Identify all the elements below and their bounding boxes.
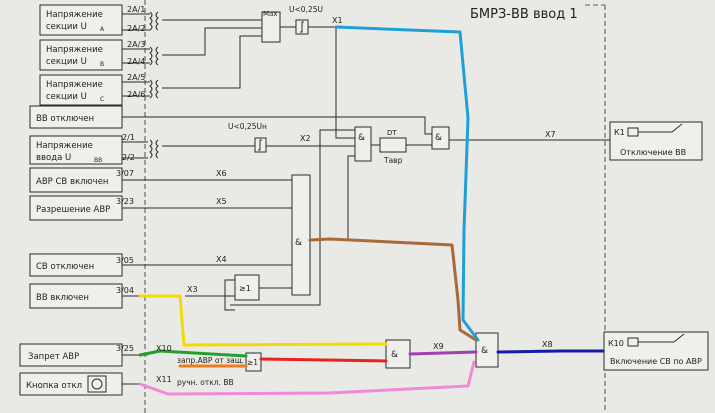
wire-x8 <box>496 349 606 354</box>
svg-text:3/25: 3/25 <box>116 344 134 353</box>
input-leads <box>122 13 150 385</box>
svg-text:секции U: секции U <box>46 22 87 32</box>
svg-text:АВР СВ включен: АВР СВ включен <box>36 177 108 187</box>
input-sv-off: СВ отключен <box>29 253 123 277</box>
svg-text:Напряжение: Напряжение <box>46 80 103 90</box>
input-avr-sv-on: АВР СВ включен <box>29 167 123 193</box>
svg-text:X9: X9 <box>433 342 444 351</box>
output-vv-trip: К1 Отключение ВВ <box>609 121 703 161</box>
signal-labels: X1 X2 X6 X5 X4 X3 X7 X8 X9 X10 X11 запр.… <box>156 16 556 387</box>
svg-text:X8: X8 <box>542 340 553 349</box>
svg-text:C: C <box>100 96 104 103</box>
svg-text:U<0,25U: U<0,25U <box>289 5 323 14</box>
svg-text:ВВ: ВВ <box>94 157 102 164</box>
input-uvv: Напряжение ввода U ВВ <box>29 135 123 165</box>
svg-text:≥1: ≥1 <box>239 284 251 293</box>
and-gate-upper: & <box>354 126 372 162</box>
and-gate-output: & <box>475 332 499 368</box>
svg-text:К1: К1 <box>614 128 625 137</box>
svg-text:ручн. откл. ВВ: ручн. откл. ВВ <box>177 378 234 387</box>
output-sv-on: К10 Включение СВ по АВР <box>603 331 709 371</box>
svg-text:2А/6: 2А/6 <box>127 90 145 99</box>
svg-text:&: & <box>295 238 302 248</box>
wire-x3 <box>138 294 388 347</box>
svg-text:2/1: 2/1 <box>122 133 135 142</box>
svg-text:Включение СВ по АВР: Включение СВ по АВР <box>610 357 702 366</box>
or-gate-zapr: ≥1 <box>245 352 262 372</box>
svg-text:&: & <box>481 346 488 356</box>
input-avr-allow: Разрешение АВР <box>29 195 123 221</box>
svg-text:Мах: Мах <box>263 10 277 18</box>
wire-x11 <box>138 360 476 396</box>
svg-text:U<0,25Uн: U<0,25Uн <box>228 122 267 131</box>
svg-text:DT: DT <box>387 129 397 137</box>
input-uc: Напряжение секции U C <box>39 74 123 106</box>
svg-text:Напряжение: Напряжение <box>36 141 93 151</box>
threshold-x2: U<0,25Uн <box>228 122 267 153</box>
svg-text:X1: X1 <box>332 16 343 25</box>
svg-text:2А/3: 2А/3 <box>127 40 145 49</box>
svg-text:X6: X6 <box>216 169 227 178</box>
button-icon <box>91 378 103 390</box>
svg-text:запр.АВР от защ.: запр.АВР от защ. <box>177 356 244 365</box>
svg-text:ВВ отключен: ВВ отключен <box>36 114 94 124</box>
and-gate-x7: & <box>431 126 450 150</box>
svg-text:B: B <box>100 61 104 68</box>
svg-text:Запрет АВР: Запрет АВР <box>28 352 79 362</box>
svg-text:К10: К10 <box>608 339 624 348</box>
svg-text:Кнопка откл: Кнопка откл <box>26 381 82 391</box>
svg-text:Тавр: Тавр <box>383 156 403 165</box>
threshold-x1: U<0,25U <box>289 5 323 35</box>
svg-text:X11: X11 <box>156 375 172 384</box>
wire-x4 <box>308 237 478 342</box>
svg-text:X7: X7 <box>545 130 556 139</box>
transformers <box>149 11 159 159</box>
wire-x10 <box>138 349 248 358</box>
input-ub: Напряжение секции U B <box>39 39 123 71</box>
svg-text:2А/2: 2А/2 <box>127 24 145 33</box>
and-gate-x9: & <box>385 339 411 369</box>
svg-text:X10: X10 <box>156 344 172 353</box>
svg-text:СВ отключен: СВ отключен <box>36 262 94 272</box>
max-block: Мах <box>261 10 281 43</box>
svg-text:Отключение ВВ: Отключение ВВ <box>620 148 686 157</box>
svg-text:X3: X3 <box>187 285 198 294</box>
wire-x9 <box>408 350 478 356</box>
svg-text:3/23: 3/23 <box>116 197 134 206</box>
input-vv-off: ВВ отключен <box>29 105 123 129</box>
diagram-title: БМРЗ-ВВ ввод 1 <box>470 7 578 22</box>
svg-text:2А/5: 2А/5 <box>127 73 145 82</box>
svg-text:A: A <box>100 26 105 33</box>
svg-text:≥1: ≥1 <box>247 358 258 367</box>
input-avr-block: Запрет АВР <box>19 343 123 367</box>
svg-text:&: & <box>391 350 398 360</box>
wire-x1 <box>334 25 480 342</box>
svg-text:секции U: секции U <box>46 57 87 67</box>
dt-timer: DT Тавр <box>379 129 407 165</box>
input-vv-on: ВВ включен <box>29 283 123 309</box>
svg-text:ввода U: ввода U <box>36 153 71 163</box>
svg-text:&: & <box>358 133 365 143</box>
svg-text:2А/1: 2А/1 <box>127 5 145 14</box>
internal-wiring <box>140 19 610 356</box>
and-gate-big: & <box>291 174 311 296</box>
svg-text:ВВ включен: ВВ включен <box>36 293 89 303</box>
wire-red <box>259 357 388 363</box>
svg-text:Напряжение: Напряжение <box>46 10 103 20</box>
input-btn-off: Кнопка откл <box>19 372 123 396</box>
svg-text:X4: X4 <box>216 255 227 264</box>
svg-text:&: & <box>435 133 442 143</box>
svg-text:Разрешение АВР: Разрешение АВР <box>36 205 110 215</box>
svg-text:3/05: 3/05 <box>116 256 134 265</box>
svg-text:секции U: секции U <box>46 92 87 102</box>
svg-text:X5: X5 <box>216 197 227 206</box>
svg-text:X2: X2 <box>300 134 311 143</box>
svg-text:2А/4: 2А/4 <box>127 57 145 66</box>
svg-text:3/07: 3/07 <box>116 169 134 178</box>
svg-text:Напряжение: Напряжение <box>46 45 103 55</box>
or-gate-x3: ≥1 <box>234 274 260 301</box>
svg-text:3/04: 3/04 <box>116 286 134 295</box>
input-ua: Напряжение секции U A <box>39 4 123 36</box>
